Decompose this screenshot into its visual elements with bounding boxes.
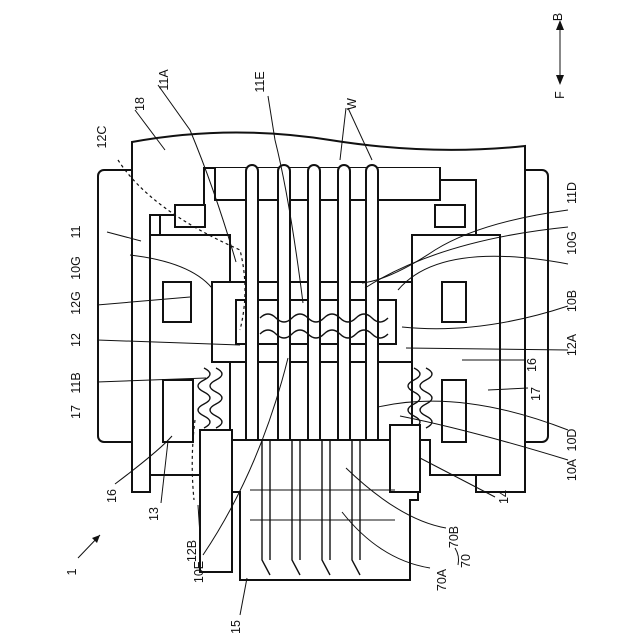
label-17-right: 17 [529,387,543,401]
label-10g-right: 10G [565,231,579,255]
ref-1-arrow [78,535,100,558]
label-14: 14 [497,490,511,504]
direction-arrow [556,20,564,85]
label-10b: 10B [565,290,579,312]
label-70: 70 [459,554,473,568]
label-12b: 12B [185,540,199,562]
label-15: 15 [229,620,243,634]
label-70a: 70A [435,568,449,591]
label-17-left: 17 [69,405,83,419]
label-12: 12 [69,333,83,347]
label-12a: 12A [565,333,579,356]
label-16-right: 16 [525,358,539,372]
label-10g-left: 10G [69,256,83,280]
label-18: 18 [133,97,147,111]
label-11: 11 [69,225,83,238]
label-70b: 70B [447,526,461,548]
label-12g: 12G [69,291,83,315]
label-16-left: 16 [105,489,119,503]
label-10e: 10E [192,561,206,583]
label-11a: 11A [157,69,171,91]
label-f: F [553,91,567,99]
label-13: 13 [147,507,161,521]
label-11e: 11E [253,71,267,92]
label-12c: 12C [95,126,109,149]
label-11d: 11D [565,182,579,204]
label-b: B [551,13,565,21]
label-10a: 10A [565,458,579,481]
label-10d: 10D [565,429,579,452]
label-11b: 11B [69,372,83,393]
label-w: W [345,98,359,110]
label-1: 1 [65,568,79,575]
